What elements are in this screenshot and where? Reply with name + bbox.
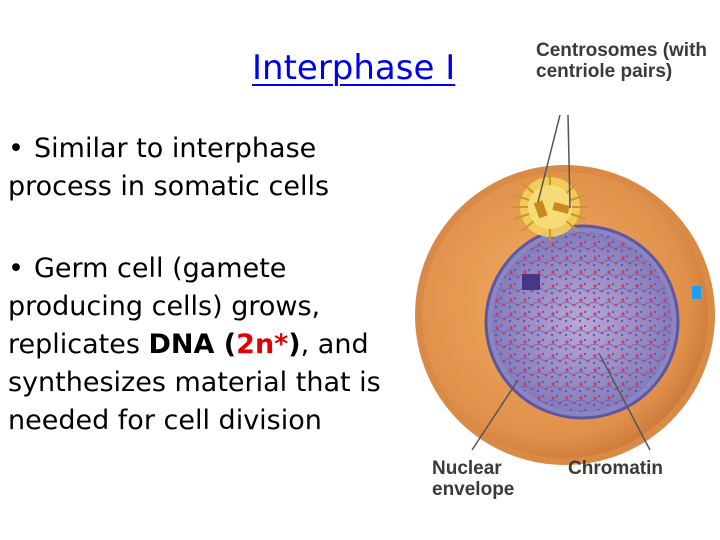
bullet-symbol: • <box>8 253 24 284</box>
bullet-list: •Similar to interphase process in somati… <box>8 130 428 484</box>
nuclear-pointer <box>471 379 519 451</box>
label-chromatin: Chromatin <box>568 458 663 479</box>
paren-close: ) <box>288 329 301 360</box>
slide-title: Interphase I <box>252 48 456 88</box>
bullet-item-1: •Similar to interphase process in somati… <box>8 130 428 206</box>
dna-term: DNA <box>148 329 215 360</box>
bullet-2-text-a: Germ cell (gamete producing cells) grows… <box>8 253 321 360</box>
centrosome-pointer-right <box>567 114 571 209</box>
bullet-item-2: •Germ cell (gamete producing cells) grow… <box>8 250 428 440</box>
label-nuclear-envelope: Nuclear envelope <box>432 458 515 500</box>
paren-open: ( <box>214 329 237 360</box>
cell-illustration <box>415 114 715 465</box>
slide-edge-marker <box>692 286 701 299</box>
centrosome <box>512 173 588 241</box>
chromatin-pointer <box>599 354 651 451</box>
nucleolus <box>522 274 540 290</box>
centrosome-pointer-left <box>537 114 561 203</box>
chromatin-shape <box>492 232 672 412</box>
cell-diagram: Centrosomes (with centriole pairs) Nucle… <box>410 30 720 510</box>
bullet-1-text: Similar to interphase process in somatic… <box>8 133 330 202</box>
ploidy-value: 2n* <box>236 329 289 360</box>
label-centrosomes: Centrosomes (with centriole pairs) <box>536 40 708 82</box>
bullet-2-text-b: , and synthesizes material that is neede… <box>8 329 381 436</box>
bullet-symbol: • <box>8 133 24 164</box>
